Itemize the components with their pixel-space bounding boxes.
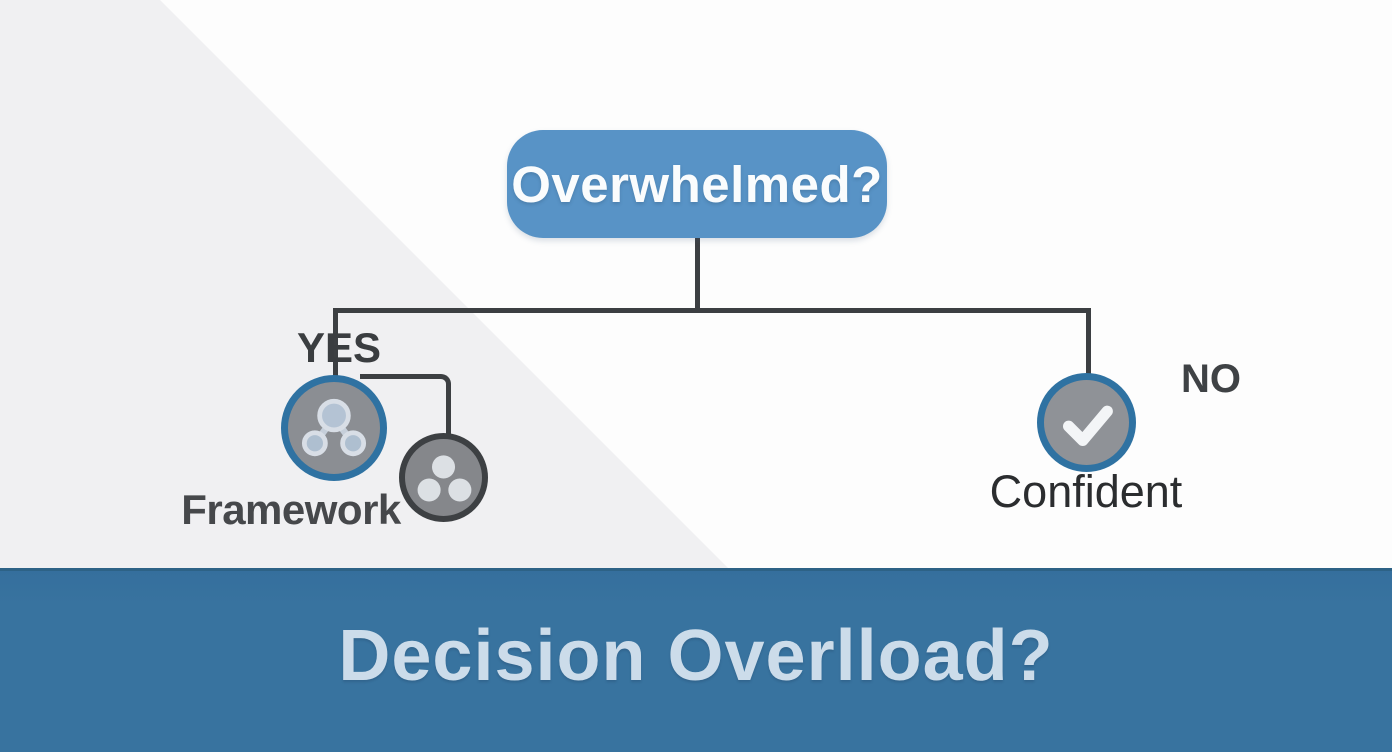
connector-framework-to-cluster-elbow <box>360 374 451 443</box>
network-nodes-icon <box>301 398 367 457</box>
connector-root-vertical <box>695 237 700 311</box>
connector-no-vertical <box>1086 308 1091 378</box>
connector-branch-horizontal <box>333 308 1091 313</box>
no-branch-label: NO <box>1181 357 1241 401</box>
banner-title: Decision Overlload? <box>338 616 1054 696</box>
root-question-box: Overwhelmed? <box>507 130 887 238</box>
cluster-node <box>399 433 488 522</box>
confident-node <box>1037 373 1136 472</box>
connector-yes-vertical <box>333 308 338 381</box>
title-banner: Decision Overlload? <box>0 568 1392 752</box>
checkmark-icon <box>1062 405 1113 446</box>
framework-label: Framework <box>181 486 401 533</box>
root-question-label: Overwhelmed? <box>511 155 883 213</box>
three-dots-cluster-icon <box>417 454 471 502</box>
yes-branch-label: YES <box>297 324 382 371</box>
framework-node <box>281 375 387 481</box>
confident-label: Confident <box>989 466 1183 517</box>
